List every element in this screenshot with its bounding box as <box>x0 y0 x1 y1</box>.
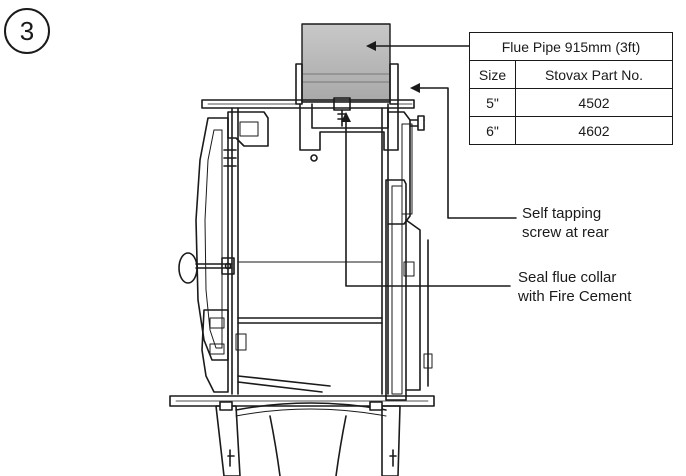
callout-line: Self tapping <box>522 205 602 222</box>
step-number: 3 <box>19 15 35 46</box>
flue-pipe <box>301 23 391 103</box>
header-size: Size <box>469 60 516 89</box>
callout-line: screw at rear <box>522 224 609 241</box>
stove-legs <box>215 401 401 476</box>
air-control-knob <box>178 252 235 284</box>
row-size: 5" <box>469 88 516 117</box>
top-plate <box>201 99 415 109</box>
row-part-no: 4602 <box>515 116 673 145</box>
row-size: 6" <box>469 116 516 145</box>
header-part-no: Stovax Part No. <box>515 60 673 89</box>
table-row: 6" 4602 <box>469 116 673 145</box>
table-header-row: Size Stovax Part No. <box>469 60 673 89</box>
table-title-row: Flue Pipe 915mm (3ft) <box>469 32 673 61</box>
callout-line: Seal flue collar <box>518 269 617 286</box>
row-part-no: 4502 <box>515 88 673 117</box>
stove-body <box>231 107 389 395</box>
callout-line: with Fire Cement <box>518 288 632 305</box>
flue-part-table: Flue Pipe 915mm (3ft) Size Stovax Part N… <box>469 32 673 145</box>
base-plate <box>169 395 435 407</box>
front-door <box>195 111 269 393</box>
leader-seal-collar <box>341 112 511 287</box>
callout-tapping-screw: Self tapping screw at rear <box>522 204 609 242</box>
rear-panel <box>385 111 433 401</box>
leader-tapping-screw <box>410 83 517 219</box>
table-row: 5" 4502 <box>469 88 673 117</box>
callout-seal-collar: Seal flue collar with Fire Cement <box>518 268 631 306</box>
table-title: Flue Pipe 915mm (3ft) <box>469 32 673 61</box>
step-number-badge: 3 <box>4 8 50 54</box>
